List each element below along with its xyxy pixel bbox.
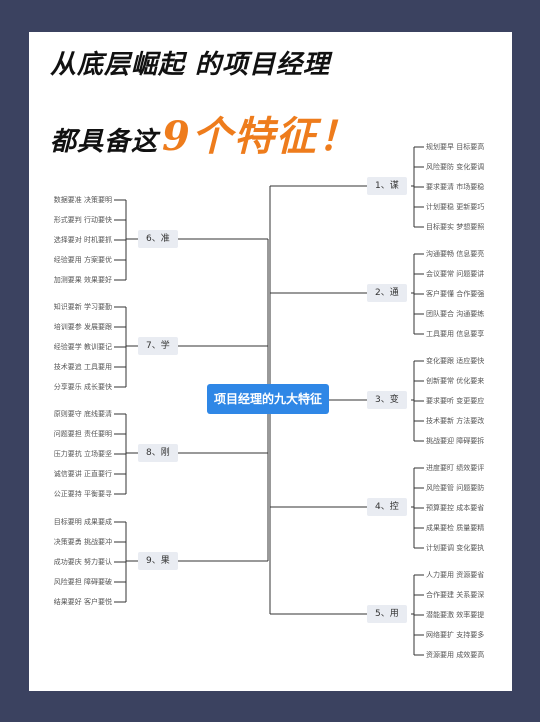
leaf-item: 沟通要畅 信息要亮 <box>426 250 485 258</box>
leaf-item: 进度要盯 绩效要评 <box>426 464 485 472</box>
leaf-item: 原则要守 底线要清 <box>53 410 112 418</box>
leaf-item: 分享要乐 成长要快 <box>53 383 112 391</box>
branch-node: 2、通 <box>367 284 407 302</box>
leaf-item: 人力要用 资源要省 <box>426 571 485 579</box>
leaf-item: 成功要庆 努力要认 <box>53 558 112 566</box>
leaf-item: 压力要抗 立场要坚 <box>53 450 112 458</box>
leaf-item: 风险要防 变化要调 <box>426 163 485 171</box>
branch-node: 1、谋 <box>367 177 407 195</box>
branch-node: 8、刚 <box>138 444 178 462</box>
leaf-item: 客户要懂 合作要强 <box>426 290 485 298</box>
leaf-item: 决策要勇 挑战要冲 <box>53 538 112 546</box>
branch-node: 9、果 <box>138 552 178 570</box>
leaf-item: 目标要实 梦想要照 <box>426 223 485 231</box>
branch-node: 5、用 <box>367 605 407 623</box>
leaf-item: 创新要常 优化要来 <box>426 377 485 385</box>
leaf-item: 风险要担 障碍要破 <box>53 578 112 586</box>
leaf-item: 合作要建 关系要深 <box>426 591 485 599</box>
leaf-item: 知识要新 学习要勤 <box>53 303 112 311</box>
branch-node: 4、控 <box>367 498 407 516</box>
leaf-item: 培训要参 发展要跟 <box>53 323 112 331</box>
leaf-item: 问题要担 责任要明 <box>53 430 112 438</box>
branch-node: 7、学 <box>138 337 178 355</box>
branch-node: 6、准 <box>138 230 178 248</box>
title-line-2-accent: 9个特征！ <box>162 113 360 160</box>
leaf-item: 技术要新 方法要改 <box>426 417 485 425</box>
leaf-item: 结果要好 客户要悦 <box>53 598 112 606</box>
leaf-item: 经验要用 方案要优 <box>53 256 112 264</box>
leaf-item: 计划要稳 更新要巧 <box>426 203 485 211</box>
leaf-item: 工具要用 信息要享 <box>426 330 485 338</box>
leaf-item: 数据要准 决策要明 <box>53 196 112 204</box>
leaf-item: 成果要检 质量要精 <box>426 524 485 532</box>
leaf-item: 经验要学 教训要记 <box>53 343 112 351</box>
title-line-2-prefix: 都具备这 <box>50 127 159 157</box>
leaf-item: 变化要跟 适应要快 <box>426 357 485 365</box>
leaf-item: 资源要用 成效要高 <box>426 651 485 659</box>
leaf-item: 计划要调 变化要执 <box>426 544 485 552</box>
leaf-item: 要求要清 市场要稳 <box>426 183 485 191</box>
leaf-item: 形式要判 行动要快 <box>53 216 112 224</box>
leaf-item: 会议要常 问题要讲 <box>426 270 485 278</box>
branch-node: 3、变 <box>367 391 407 409</box>
leaf-item: 挑战要迎 障碍要拆 <box>426 437 485 445</box>
title-line-1: 从底层崛起 的项目经理 <box>50 50 331 80</box>
center-node: 项目经理的九大特征 <box>207 384 329 414</box>
leaf-item: 网络要扩 支持要多 <box>426 631 485 639</box>
leaf-item: 目标要明 成果要成 <box>53 518 112 526</box>
leaf-item: 潜能要激 效率要提 <box>426 611 485 619</box>
leaf-item: 技术要追 工具要用 <box>53 363 112 371</box>
leaf-item: 公正要持 平衡要寻 <box>53 490 112 498</box>
leaf-item: 诚信要讲 正直要行 <box>53 470 112 478</box>
leaf-item: 规划要早 目标要高 <box>426 143 485 151</box>
leaf-item: 要求要听 变更要应 <box>426 397 485 405</box>
leaf-item: 预算要控 成本要省 <box>426 504 485 512</box>
leaf-item: 团队要合 沟通要练 <box>426 310 485 318</box>
leaf-item: 选择要对 时机要抓 <box>53 236 112 244</box>
leaf-item: 风险要管 问题要防 <box>426 484 485 492</box>
leaf-item: 加测要果 效果要好 <box>53 276 112 284</box>
